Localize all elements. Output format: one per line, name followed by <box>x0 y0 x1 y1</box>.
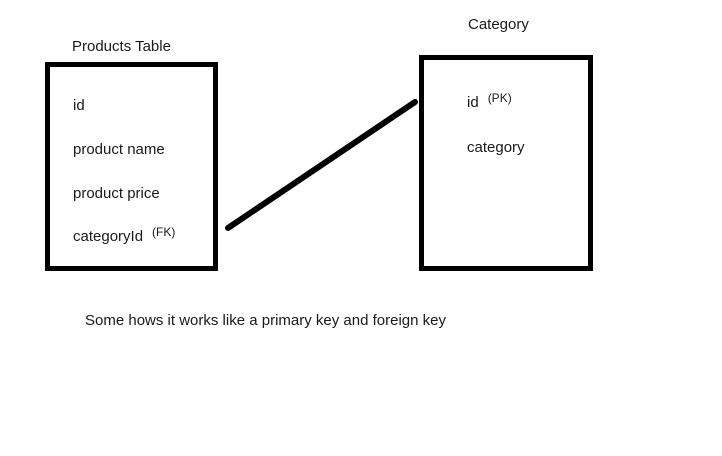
products-table-box: id product name product price categoryId… <box>45 62 218 271</box>
diagram-caption: Some hows it works like a primary key an… <box>85 312 446 329</box>
field-row: category <box>467 140 525 155</box>
field-name: category <box>467 139 525 156</box>
field-name: product name <box>73 141 165 158</box>
products-table-title: Products Table <box>72 38 171 55</box>
field-name: id <box>73 97 85 114</box>
relationship-line-segment <box>225 99 418 231</box>
field-row: id <box>73 98 85 113</box>
category-table-box: id (PK) category <box>419 55 593 271</box>
field-name: id <box>467 94 479 111</box>
category-table-title: Category <box>468 16 529 33</box>
field-row: categoryId (FK) <box>73 225 176 245</box>
field-row: product name <box>73 142 165 157</box>
field-row: product price <box>73 186 160 201</box>
field-name: product price <box>73 185 160 202</box>
primary-key-badge: (PK) <box>487 91 512 105</box>
foreign-key-badge: (FK) <box>152 225 176 239</box>
field-name: categoryId <box>73 228 144 245</box>
field-row: id (PK) <box>467 91 512 111</box>
